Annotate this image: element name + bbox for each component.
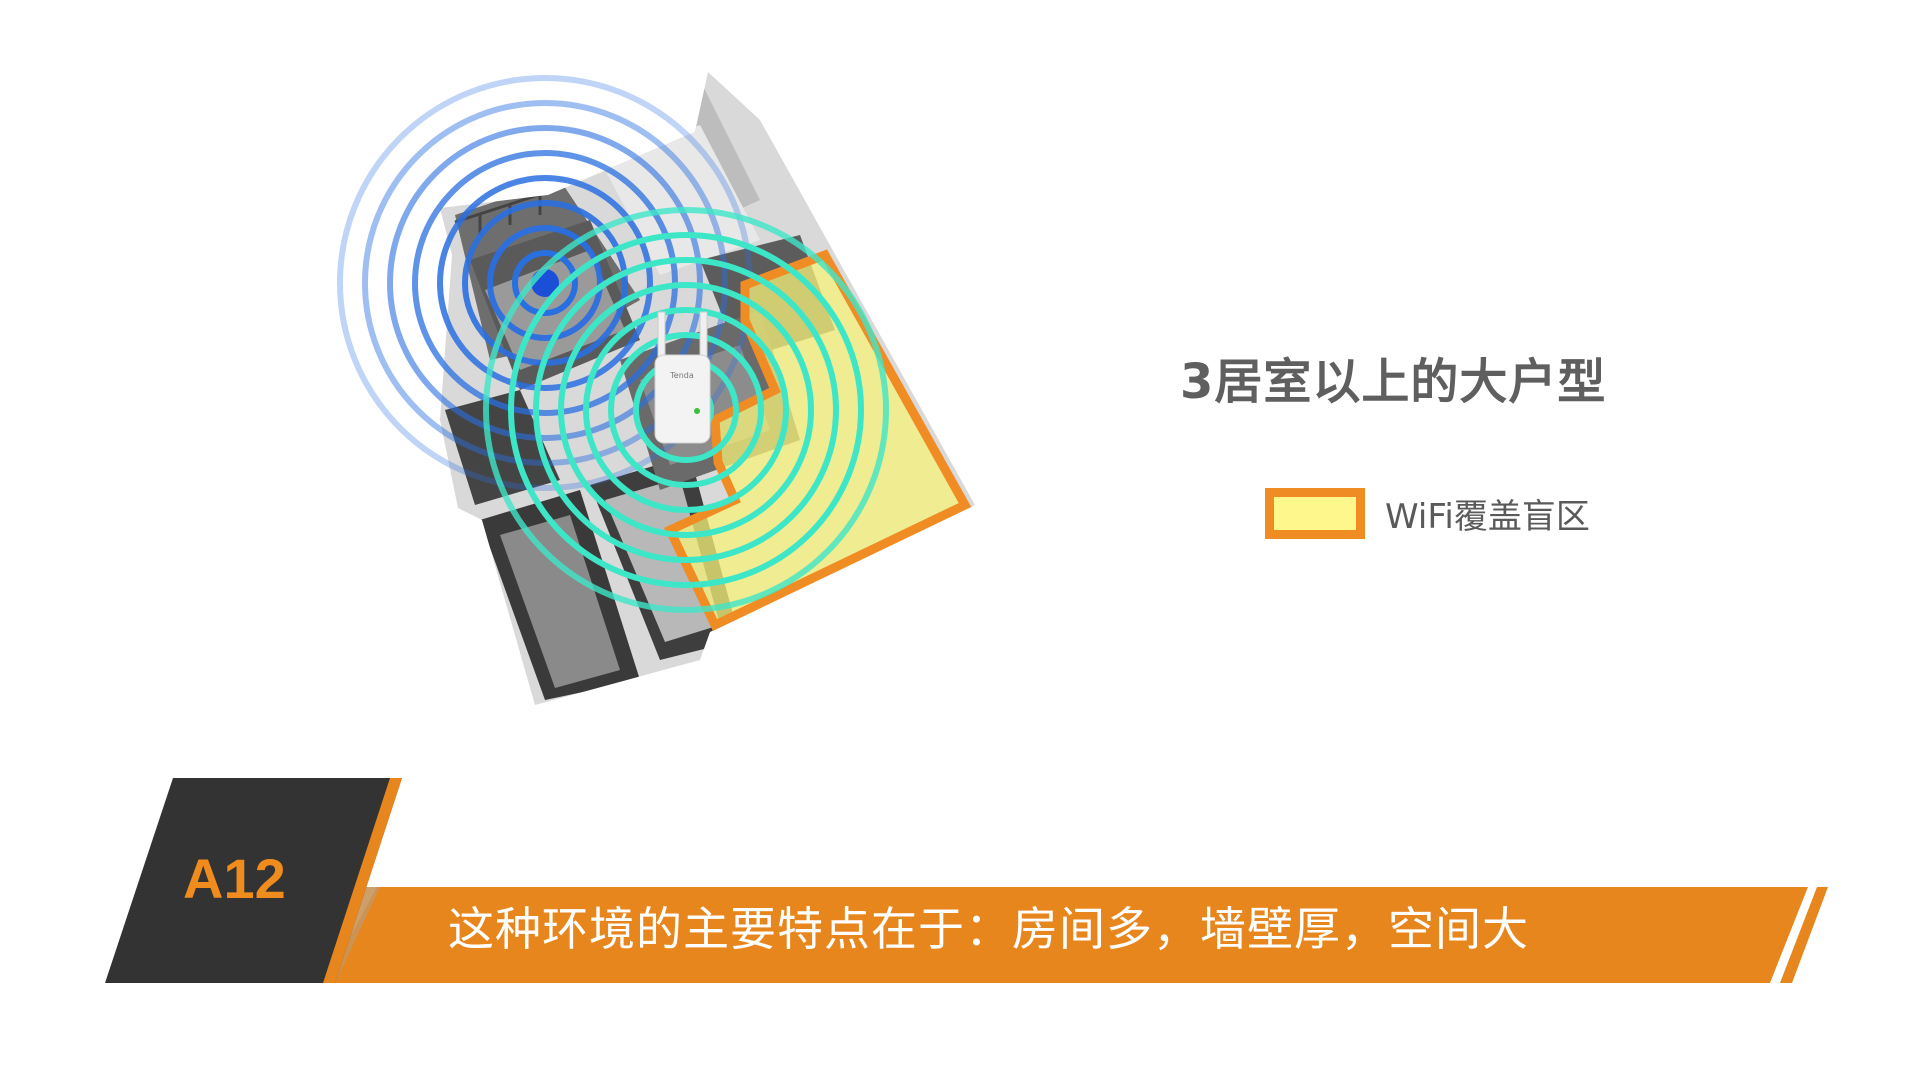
bottom-banner bbox=[105, 778, 1828, 983]
caption-text: 这种环境的主要特点在于：房间多，墙壁厚，空间大 bbox=[448, 902, 1529, 956]
slide-title: 3居室以上的大户型 bbox=[1180, 354, 1607, 410]
section-badge: A12 bbox=[183, 847, 286, 910]
legend: WiFi覆盖盲区 bbox=[1265, 488, 1590, 539]
legend-label: WiFi覆盖盲区 bbox=[1385, 497, 1590, 537]
legend-swatch-dead-zone bbox=[1265, 488, 1365, 539]
wifi-extender-device: Tenda bbox=[654, 311, 711, 444]
extender-signal-rings bbox=[483, 207, 889, 613]
svg-text:Tenda: Tenda bbox=[669, 371, 694, 380]
